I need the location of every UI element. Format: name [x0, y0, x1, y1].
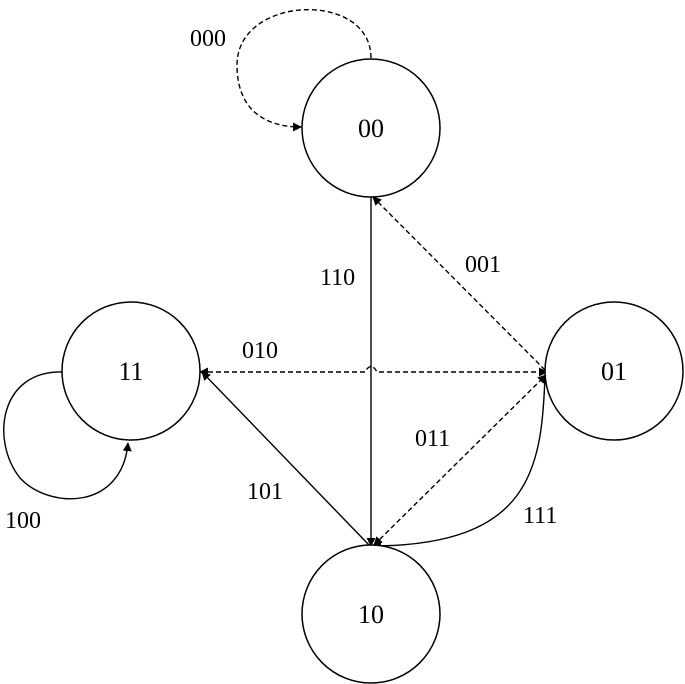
edge-000 [236, 8, 372, 132]
edge-label-010: 010 [242, 338, 278, 364]
edge-label-111: 111 [523, 503, 557, 529]
edge-label-101: 101 [247, 479, 283, 505]
state-00-label: 00 [358, 114, 384, 143]
state-11-label: 11 [118, 357, 143, 386]
edge-001 [372, 196, 546, 371]
state-01-label: 01 [601, 357, 627, 386]
state-11: 11 [61, 301, 201, 441]
state-00: 00 [301, 58, 441, 198]
edge-label-001: 001 [465, 252, 501, 278]
edge-label-110: 110 [320, 265, 355, 291]
edge-100 [3, 371, 132, 500]
edge-111 [372, 374, 546, 551]
state-10: 10 [301, 544, 441, 684]
edge-101 [201, 371, 370, 546]
edge-010 [199, 365, 548, 377]
edge-label-100: 100 [5, 508, 41, 534]
state-10-label: 10 [358, 600, 384, 629]
state-01: 01 [544, 301, 684, 441]
edge-label-011: 011 [415, 426, 450, 452]
edge-label-000: 000 [190, 26, 226, 52]
edge-011 [373, 374, 547, 546]
